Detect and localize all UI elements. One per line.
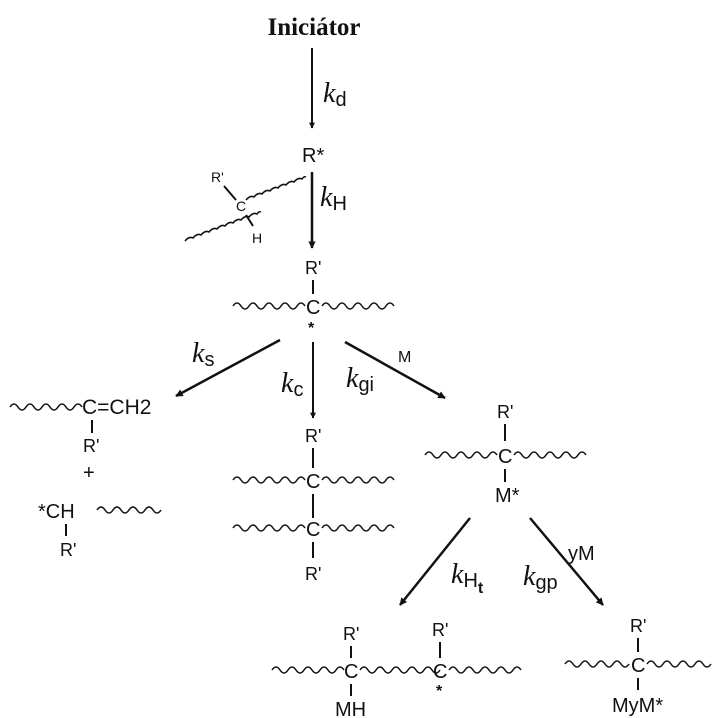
graft-chain-right — [513, 451, 587, 459]
propagation-substituent: R' — [630, 616, 646, 636]
alkene-group: C=CH2 — [82, 396, 151, 419]
propagation-chain-left — [564, 660, 630, 668]
ch-radical: *CH — [38, 501, 75, 523]
crosslink-carbon-1: C — [306, 471, 320, 493]
initiator-label: Iniciátor — [267, 14, 360, 41]
polymer-chain-ch: R' C H — [184, 169, 307, 246]
crosslink-substituent-top: R' — [305, 426, 321, 446]
alkene-chain — [9, 403, 83, 411]
rate-kgp: kgp — [523, 561, 558, 594]
graft-chain-left — [424, 451, 498, 459]
macroradical-substituent: R' — [305, 258, 321, 278]
rate-kgp-monomer: yM — [568, 543, 595, 565]
macroradical-chain-right — [321, 302, 395, 310]
crosslink-chain-1-right — [321, 476, 395, 484]
transfer-carbon-2: C — [433, 661, 447, 683]
transfer-substituent-1: R' — [343, 624, 359, 644]
rate-kH: kH — [320, 182, 347, 215]
alkene-substituent: R' — [83, 436, 99, 456]
crosslink-chain-2-left — [232, 524, 306, 532]
ch-bond-down — [245, 214, 254, 227]
transfer-carbon-1: C — [344, 661, 358, 683]
propagation-carbon: C — [631, 655, 645, 677]
graft-initiated-radical: R' C M* — [424, 402, 587, 507]
ch-radical-chain — [96, 506, 162, 514]
crosslink-substituent-bottom: R' — [305, 564, 321, 584]
ch-bond-up — [223, 185, 237, 201]
plus-sign: + — [83, 462, 95, 484]
graft-carbon: C — [498, 446, 512, 468]
macroradical-star: * — [308, 320, 315, 337]
graft-initiation-arrow — [344, 340, 446, 400]
transfer-product: R' C MH R' C * — [271, 620, 522, 718]
crosslink-carbon-2: C — [306, 519, 320, 541]
scission-arrow — [175, 338, 281, 398]
rate-ks: ks — [192, 338, 214, 371]
transfer-radical-star: * — [436, 683, 443, 700]
rate-kd: kd — [323, 78, 347, 111]
transfer-chain-right — [448, 666, 522, 674]
macroradical-chain-left — [232, 302, 306, 310]
rate-kc: kc — [281, 368, 303, 401]
crosslink-chain-1-left — [232, 476, 306, 484]
crosslink-product: R' C C R' — [232, 426, 395, 584]
transfer-mh: MH — [335, 699, 366, 718]
graft-monomer-radical: M* — [495, 485, 520, 507]
transfer-chain-left — [271, 666, 345, 674]
ch-substituent: R' — [211, 169, 224, 185]
graft-transfer-arrow — [399, 517, 471, 606]
graft-substituent: R' — [497, 402, 513, 422]
ch-radical-substituent: R' — [60, 540, 76, 560]
chain-right-segment — [245, 176, 307, 201]
rate-kgi-monomer: M — [398, 349, 411, 366]
macroradical: R' C * — [232, 258, 395, 337]
graft-propagation-product: R' C MyM* — [564, 616, 712, 717]
transfer-chain-middle — [359, 666, 441, 674]
macroradical-carbon: C — [306, 297, 320, 319]
chain-left-segment — [184, 211, 262, 242]
propagation-chain-right — [646, 660, 712, 668]
rate-kgi: kgi — [346, 363, 374, 396]
propagation-mym: MyM* — [612, 695, 663, 717]
ch-hydrogen: H — [252, 230, 262, 246]
rate-kHt: kHt — [451, 559, 484, 597]
crosslink-chain-2-right — [321, 524, 395, 532]
transfer-substituent-2: R' — [432, 620, 448, 640]
ch-carbon: C — [236, 198, 246, 214]
primary-radical: R* — [302, 145, 324, 167]
graft-propagation-arrow — [529, 517, 604, 606]
scission-products: C=CH2 R' + *CH R' — [9, 396, 162, 560]
